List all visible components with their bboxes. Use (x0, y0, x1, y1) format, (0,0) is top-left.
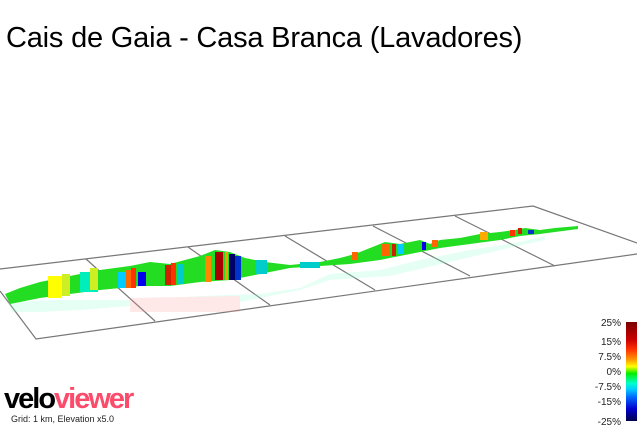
legend-label-25: 25% (600, 318, 621, 329)
page-title: Cais de Gaia - Casa Branca (Lavadores) (6, 22, 523, 54)
profile-surface (5, 226, 578, 304)
grid-caption: Grid: 1 km, Elevation x5.0 (11, 414, 115, 424)
legend-label-neg-25: -25% (597, 417, 621, 428)
gradient-legend-bar (626, 322, 637, 421)
legend-label-15: 15% (600, 337, 621, 348)
legend-label-neg-7-5: -7.5% (594, 382, 621, 393)
veloviewer-logo: veloviewer (4, 383, 134, 415)
legend-label-7-5: 7.5% (598, 352, 621, 363)
legend-label-neg-15: -15% (597, 397, 621, 408)
logo-viewer: viewer (54, 383, 134, 415)
profile-reflection (8, 236, 545, 312)
legend-label-0: 0% (606, 367, 621, 378)
logo-velo: velo (4, 383, 56, 415)
